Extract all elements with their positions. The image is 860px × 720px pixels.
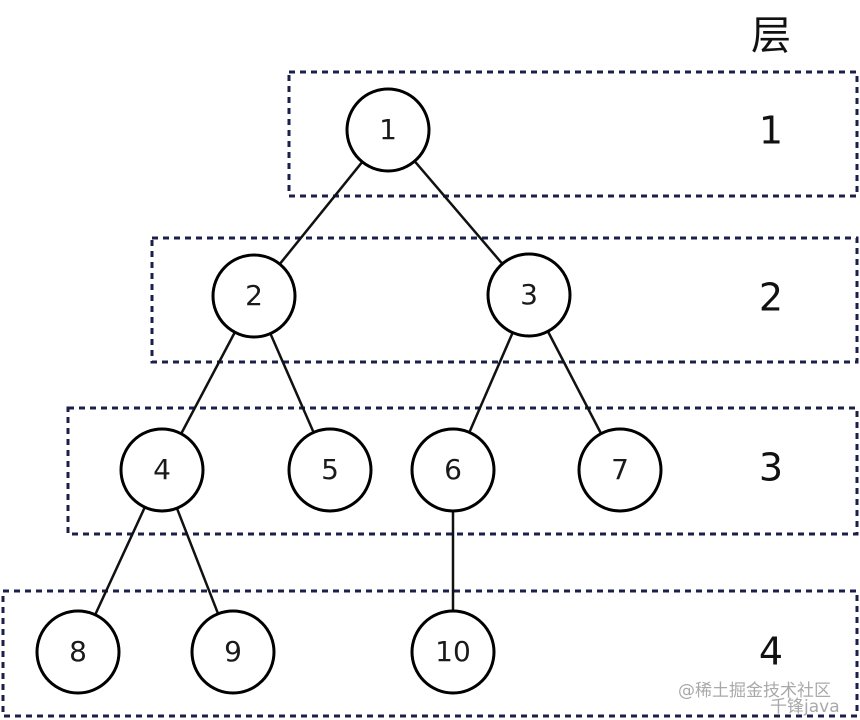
level-box-2 — [150, 236, 859, 364]
level-boxes — [1, 70, 859, 718]
level-number-1: 1 — [759, 109, 783, 153]
tree-node-circle — [119, 427, 205, 513]
tree-node-circle — [211, 253, 297, 339]
tree-node-circle — [486, 252, 572, 338]
level-header: 层 — [751, 13, 791, 59]
tree-edge-3-6 — [468, 332, 514, 433]
tree-node-label: 2 — [245, 279, 263, 312]
tree-edge-2-4 — [180, 331, 236, 435]
level-numbers: 1 2 3 4 — [759, 109, 783, 674]
level-number-2: 2 — [759, 276, 783, 320]
level-number-4: 4 — [759, 630, 783, 674]
tree-node-label: 1 — [379, 113, 397, 146]
tree-node-7: 7 — [577, 427, 663, 513]
tree-node-label: 8 — [69, 635, 87, 668]
tree-node-9: 9 — [190, 609, 276, 695]
tree-node-label: 10 — [435, 635, 471, 668]
tree-node-circle — [410, 609, 496, 695]
level-box-4 — [1, 589, 859, 718]
tree-nodes: 1 2 3 4 5 6 7 8 — [35, 87, 663, 695]
tree-node-circle — [190, 609, 276, 695]
tree-node-5: 5 — [287, 427, 373, 513]
watermark-site: @稀土掘金技术社区 — [678, 681, 831, 701]
tree-edge-4-8 — [94, 506, 146, 616]
tree-node-1: 1 — [345, 87, 431, 173]
tree-edge-1-2 — [278, 161, 364, 265]
tree-node-circle — [287, 427, 373, 513]
level-number-3: 3 — [759, 446, 783, 490]
level-box-3 — [66, 406, 859, 536]
watermark-author: 千锋java — [770, 697, 840, 717]
tree-node-circle — [577, 427, 663, 513]
tree-edge-1-3 — [413, 160, 504, 265]
watermark: @稀土掘金技术社区 千锋java — [678, 681, 840, 717]
tree-node-label: 4 — [153, 453, 171, 486]
tree-node-8: 8 — [35, 609, 121, 695]
tree-edges — [94, 160, 603, 616]
tree-node-label: 6 — [444, 453, 462, 486]
tree-node-circle — [410, 427, 496, 513]
tree-node-10: 10 — [410, 609, 496, 695]
tree-node-label: 3 — [520, 278, 538, 311]
tree-edge-4-9 — [175, 507, 220, 615]
tree-node-circle — [345, 87, 431, 173]
tree-node-label: 5 — [321, 453, 339, 486]
tree-node-2: 2 — [211, 253, 297, 339]
tree-node-3: 3 — [486, 252, 572, 338]
tree-node-6: 6 — [410, 427, 496, 513]
tree-node-label: 9 — [224, 635, 242, 668]
tree-node-label: 7 — [611, 453, 629, 486]
tree-node-4: 4 — [119, 427, 205, 513]
tree-edge-2-5 — [269, 333, 315, 433]
level-box-1 — [287, 70, 859, 198]
tree-node-circle — [35, 609, 121, 695]
tree-edge-3-7 — [546, 330, 603, 435]
